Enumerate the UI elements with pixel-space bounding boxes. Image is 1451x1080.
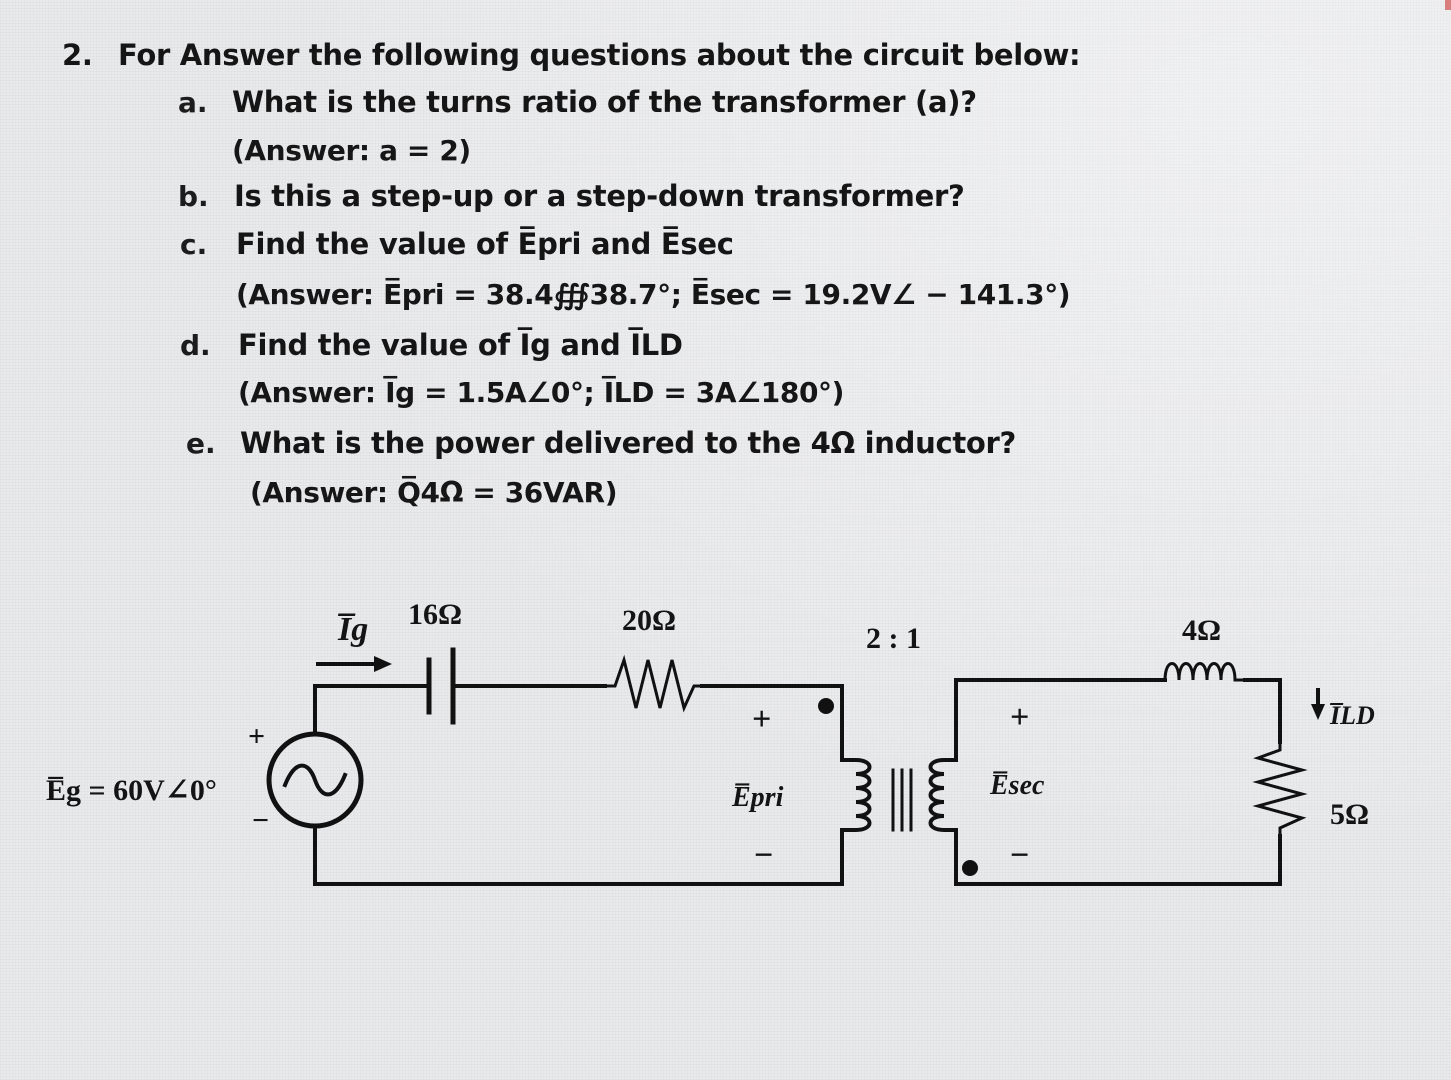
load-current-label: I̅LD (1329, 701, 1375, 730)
wire-source-top (313, 684, 429, 734)
part-d-answer: (Answer: I̅g = 1.5A∠0°; I̅LD = 3A∠180°) (238, 376, 845, 409)
part-b-marker: b. (178, 180, 209, 213)
question-number: 2. (62, 38, 93, 72)
secondary-minus: − (1010, 837, 1029, 874)
part-a-answer: (Answer: a = 2) (232, 134, 471, 167)
primary-voltage-label: E̅pri (731, 782, 784, 813)
secondary-voltage-label: E̅sec (989, 770, 1045, 801)
part-e-marker: e. (186, 427, 216, 460)
wire-secondary-top (954, 678, 1167, 762)
ac-sine-icon (282, 763, 348, 797)
part-d-question: Find the value of I̅g and I̅LD (238, 328, 683, 362)
part-d-marker: d. (180, 329, 211, 362)
resistor-20-label: 20Ω (622, 604, 676, 637)
current-arrowhead-ig (374, 656, 392, 672)
wire-resistor-to-primary (700, 684, 844, 762)
primary-plus: + (752, 701, 771, 738)
wire-primary-bottom (313, 826, 844, 886)
resistor-5-icon (1252, 740, 1308, 838)
secondary-coil-icon (928, 758, 958, 832)
part-c-answer: (Answer: E̅pri = 38.4∰38.7°; E̅sec = 19.… (236, 278, 1071, 311)
part-b-question: Is this a step-up or a step-down transfo… (234, 179, 965, 213)
resistor-20-icon (603, 654, 704, 713)
load-resistor-label: 5Ω (1330, 798, 1369, 831)
capacitor-label: 16Ω (408, 598, 462, 631)
question-title: For Answer the following questions about… (118, 38, 1081, 72)
part-e-question: What is the power delivered to the 4Ω in… (240, 426, 1017, 460)
secondary-plus: + (1010, 699, 1029, 736)
inductor-label: 4Ω (1182, 614, 1221, 647)
part-a-marker: a. (178, 86, 208, 119)
wire-inductor-to-load (1243, 678, 1282, 744)
edge-mark (1445, 0, 1451, 10)
part-c-marker: c. (180, 228, 208, 261)
source-minus: − (252, 804, 269, 837)
inductor-4-icon (1163, 662, 1247, 682)
ratio-label: 2 : 1 (866, 622, 921, 655)
part-e-answer: (Answer: Q̅4Ω = 36VAR) (250, 476, 618, 509)
wire-load-bottom (954, 828, 1282, 886)
part-c-question: Find the value of E̅pri and E̅sec (236, 227, 734, 261)
source-plus: + (248, 720, 265, 753)
current-arrowhead-ild (1311, 704, 1325, 720)
ac-source-icon (266, 731, 364, 829)
primary-minus: − (754, 837, 773, 874)
part-a-question: What is the turns ratio of the transform… (232, 85, 977, 119)
current-label-ig: I̅g (337, 611, 368, 648)
primary-dot-icon (818, 698, 834, 714)
source-label: E̅g = 60V∠0° (46, 774, 217, 807)
primary-coil-icon (840, 758, 872, 832)
secondary-dot-icon (962, 860, 978, 876)
